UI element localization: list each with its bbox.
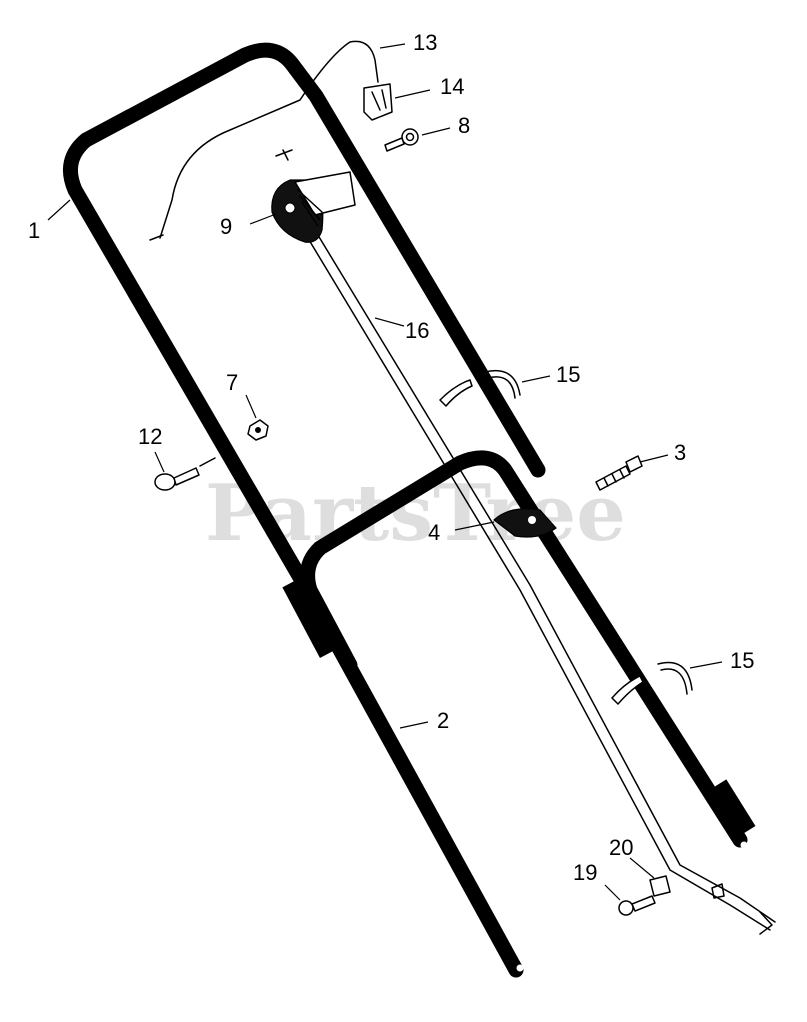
- bolt: [384, 128, 419, 152]
- callout-9: 9: [220, 214, 232, 239]
- callout-2: 2: [437, 708, 449, 733]
- callout-15-lower: 15: [730, 648, 754, 673]
- callout-4: 4: [428, 520, 440, 545]
- control-cable: [299, 221, 776, 935]
- callout-20: 20: [609, 835, 633, 860]
- callout-13: 13: [413, 30, 437, 55]
- callout-7: 7: [226, 370, 238, 395]
- leader-lines: [47, 43, 723, 901]
- cable-bracket: [649, 875, 725, 899]
- callout-12: 12: [138, 424, 162, 449]
- callouts: 1 13 14 8 9 16 15 7 12 3 4 15 2 20 19: [28, 30, 754, 885]
- callout-16: 16: [405, 318, 429, 343]
- callout-14: 14: [440, 74, 464, 99]
- wing-knob: [493, 508, 557, 538]
- lower-handle: [282, 450, 756, 972]
- cable-tie-upper: [439, 370, 521, 407]
- lower-bolt: [595, 455, 643, 491]
- handle-bolt: [154, 457, 216, 491]
- callout-15-upper: 15: [556, 362, 580, 387]
- callout-19: 19: [573, 860, 597, 885]
- callout-1: 1: [28, 218, 40, 243]
- cable-bolt: [618, 895, 656, 916]
- nut: [247, 419, 269, 441]
- cable-clip: [363, 83, 393, 121]
- callout-8: 8: [458, 113, 470, 138]
- upper-handle: [62, 42, 546, 978]
- control-lever: [271, 149, 356, 243]
- callout-3: 3: [674, 440, 686, 465]
- cable-tie-lower: [611, 661, 693, 705]
- brake-cable: [159, 40, 379, 239]
